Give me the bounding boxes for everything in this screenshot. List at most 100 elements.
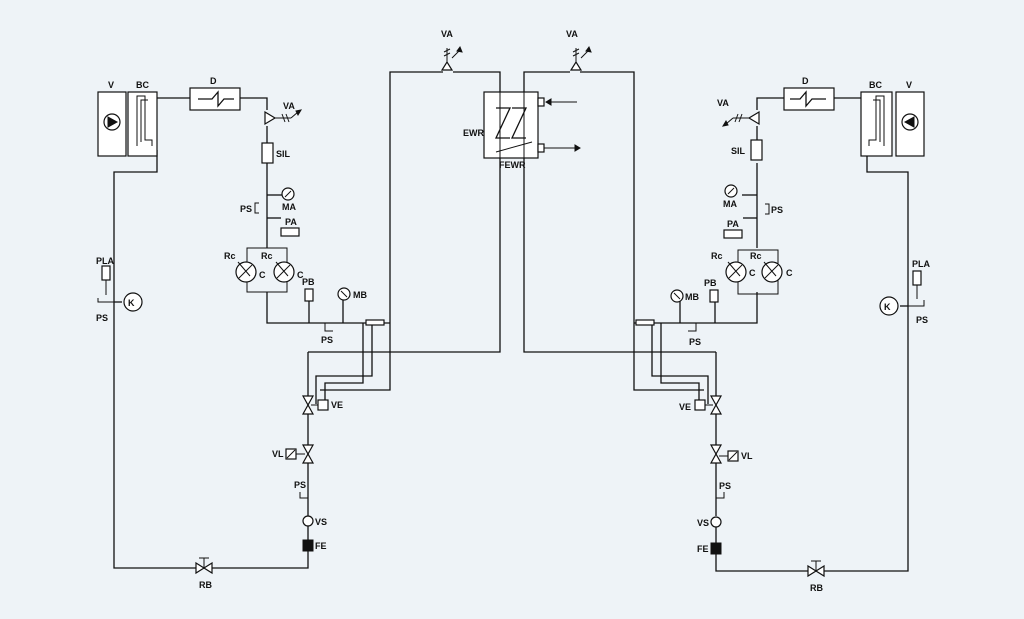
- center-section: VA VA EWR FEWR: [389, 29, 635, 353]
- left-switch-liquid-label: PS: [294, 480, 306, 490]
- left-gauge-high-label: MA: [282, 202, 296, 212]
- left-pipe-ve-bulb: [324, 323, 364, 404]
- left-ball-valve-icon: [195, 557, 213, 575]
- left-pipe-fe-rb: [212, 551, 309, 569]
- left-pa-icon: [280, 227, 300, 237]
- left-compressor-1-icon: [235, 261, 257, 283]
- left-compressor-1-label: C: [259, 270, 266, 280]
- left-high-pressure-gauge-icon: [281, 187, 295, 201]
- left-pressure-high-label: PA: [285, 217, 297, 227]
- left-high-pressure-switch-icon: [254, 202, 259, 214]
- left-switch-low-label: PS: [321, 335, 333, 345]
- right-sight-glass-label: VS: [697, 518, 709, 528]
- left-filter-dryer-label: FE: [315, 541, 327, 551]
- left-compressor-2-label: C: [297, 270, 304, 280]
- left-liquid-switch-icon: [299, 492, 308, 499]
- left-line-valve-label: VL: [272, 449, 284, 459]
- right-gauge-low-label: MB: [685, 292, 699, 302]
- right-va-pipe: [523, 71, 570, 92]
- right-relief-valve-icon: [721, 110, 760, 127]
- left-silencer-icon: [261, 142, 274, 164]
- left-pressure-low-label: PB: [302, 277, 315, 287]
- left-pipe-suction-down: [320, 323, 391, 391]
- right-switch-pla-label: PS: [916, 315, 928, 325]
- left-low-pressure-switch-icon: [324, 323, 333, 332]
- right-heater-2-label: Rc: [750, 251, 762, 261]
- right-fan-icon: [895, 91, 925, 157]
- left-pla-icon: [101, 265, 111, 281]
- right-silencer-label: SIL: [731, 146, 746, 156]
- right-relief-valve-label: VA: [717, 98, 729, 108]
- left-pipe-return: [113, 150, 196, 569]
- right-expansion-valve-icon: [694, 395, 723, 415]
- left-pla-label: PLA: [96, 256, 115, 266]
- circuit-right: V BC D VA SIL: [633, 76, 931, 593]
- left-filter-icon: [189, 87, 241, 111]
- left-liquid-pipe: [390, 158, 501, 353]
- right-compressor-1-icon: [725, 261, 747, 283]
- right-switch-liquid-label: PS: [719, 481, 731, 491]
- left-pipe-ve-equalizer: [315, 323, 373, 404]
- right-low-pressure-switch-icon: [688, 323, 697, 332]
- left-sight-glass-label: VS: [315, 517, 327, 527]
- left-ball-valve-label: RB: [199, 580, 212, 590]
- left-filter-label: D: [210, 76, 217, 86]
- center-relief-valve-right-icon: [569, 45, 592, 71]
- right-thermostat-icon: [879, 296, 899, 316]
- right-line-valve-label: VL: [741, 451, 753, 461]
- right-high-pressure-switch-icon: [765, 203, 770, 215]
- right-filter-dryer-label: FE: [697, 544, 709, 554]
- left-switch-high-label: PS: [240, 204, 252, 214]
- left-pb-icon: [304, 288, 314, 302]
- left-coil-icon: [127, 91, 158, 157]
- right-filter-icon: [783, 87, 835, 111]
- right-pipe-ve-equalizer: [651, 323, 709, 404]
- right-expansion-valve-label: VE: [679, 402, 691, 412]
- right-high-pressure-gauge-icon: [724, 184, 738, 198]
- left-fan-label: V: [108, 80, 114, 90]
- left-pipe-suction-header: [266, 292, 390, 324]
- right-suction-pipe: [580, 71, 635, 323]
- left-pla-switch-icon: [97, 298, 114, 303]
- center-relief-valve-left-icon: [440, 45, 463, 71]
- right-pla-icon: [912, 270, 922, 286]
- right-pla-label: PLA: [912, 259, 931, 269]
- right-sight-glass-icon: [710, 516, 722, 528]
- right-pa-icon: [723, 229, 743, 239]
- right-compressor-1-label: C: [749, 268, 756, 278]
- right-coil-label: BC: [869, 80, 882, 90]
- left-switch-pla-label: PS: [96, 313, 108, 323]
- right-fan-label: V: [906, 80, 912, 90]
- right-silencer-icon: [750, 139, 763, 161]
- left-silencer-label: SIL: [276, 149, 291, 159]
- right-pla-switch-icon: [908, 300, 925, 307]
- left-heater-2-label: Rc: [261, 251, 273, 261]
- left-fan-icon: [97, 91, 127, 157]
- right-ball-valve-icon: [807, 560, 825, 578]
- heat-exchanger-icon: [483, 91, 581, 159]
- left-suction-pipe: [389, 71, 443, 323]
- right-pb-icon: [709, 289, 719, 303]
- right-liquid-switch-icon: [716, 492, 725, 499]
- center-va-left-label: VA: [441, 29, 453, 39]
- right-pipe-ve-bulb: [660, 323, 700, 404]
- right-compressor-2-label: C: [786, 268, 793, 278]
- left-line-valve-icon: [285, 444, 315, 464]
- left-sight-glass-icon: [302, 515, 314, 527]
- center-va-right-label: VA: [566, 29, 578, 39]
- right-switch-low-label: PS: [689, 337, 701, 347]
- left-pipe-filter-va: [240, 97, 268, 110]
- right-header-plug: [635, 319, 655, 326]
- right-filter-dryer-icon: [710, 542, 722, 555]
- right-liquid-pipe: [523, 158, 634, 353]
- left-thermo-label: K: [128, 298, 135, 308]
- right-pipe-return: [824, 150, 909, 572]
- right-pressure-high-label: PA: [727, 219, 739, 229]
- left-relief-valve-label: VA: [283, 101, 295, 111]
- right-line-valve-icon: [709, 444, 739, 464]
- left-filter-dryer-icon: [302, 539, 314, 552]
- right-switch-high-label: PS: [771, 205, 783, 215]
- left-gauge-low-label: MB: [353, 290, 367, 300]
- right-thermo-label: K: [884, 302, 891, 312]
